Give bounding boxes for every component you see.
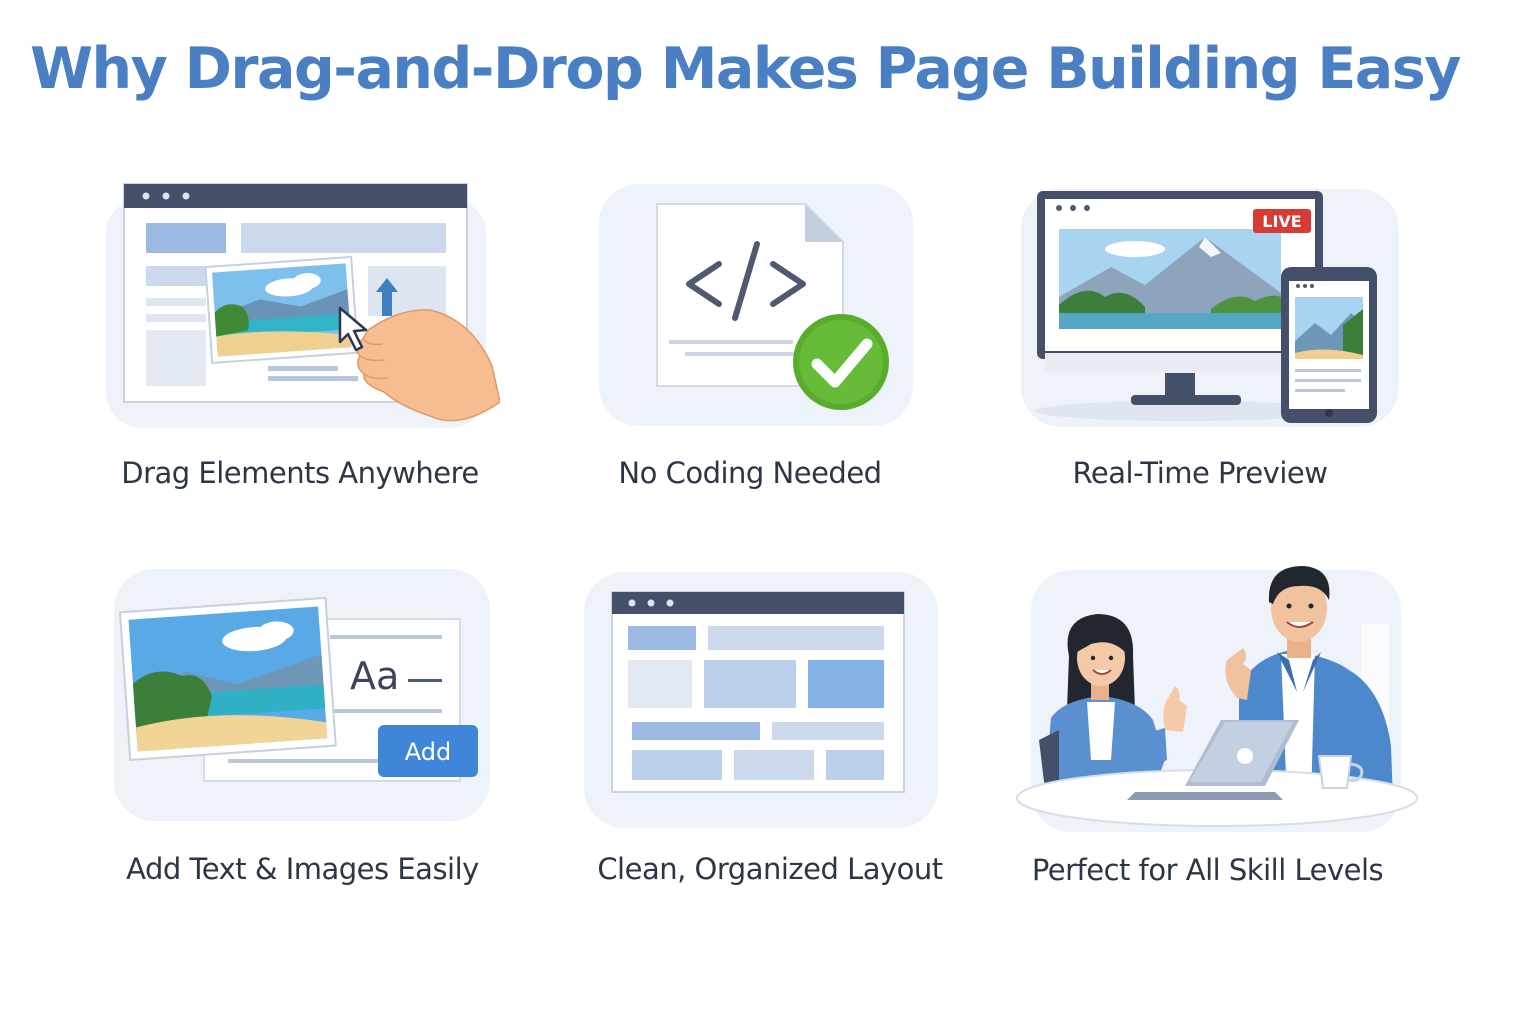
- image-text-add-icon: Aa Add: [114, 569, 490, 821]
- monitor-tablet-preview-icon: LIVE: [1021, 189, 1399, 427]
- grid-layout-browser-icon: [584, 572, 938, 828]
- feature-card-layout: [580, 568, 940, 833]
- add-button[interactable]: Add: [405, 738, 451, 766]
- feature-label-skill-levels: Perfect for All Skill Levels: [1031, 853, 1384, 887]
- live-badge: LIVE: [1262, 212, 1301, 231]
- feature-label-drag: Drag Elements Anywhere: [121, 456, 479, 490]
- two-people-laptop-icon: [1016, 566, 1418, 832]
- feature-card-preview: LIVE: [1015, 185, 1405, 430]
- feature-label-layout: Clean, Organized Layout: [597, 852, 943, 886]
- code-document-check-icon: [599, 184, 913, 426]
- page-title: Why Drag-and-Drop Makes Page Building Ea…: [30, 36, 1461, 102]
- feature-card-skill-levels: [1015, 560, 1420, 835]
- feature-card-no-code: [595, 180, 915, 430]
- feature-card-drag: [100, 180, 500, 440]
- feature-label-no-code: No Coding Needed: [618, 456, 882, 490]
- feature-card-text-images: Aa Add: [108, 565, 493, 825]
- drag-drop-browser-icon: [106, 183, 500, 428]
- text-sample: Aa: [350, 654, 399, 698]
- feature-label-text-images: Add Text & Images Easily: [126, 852, 479, 886]
- feature-label-preview: Real-Time Preview: [1072, 456, 1328, 490]
